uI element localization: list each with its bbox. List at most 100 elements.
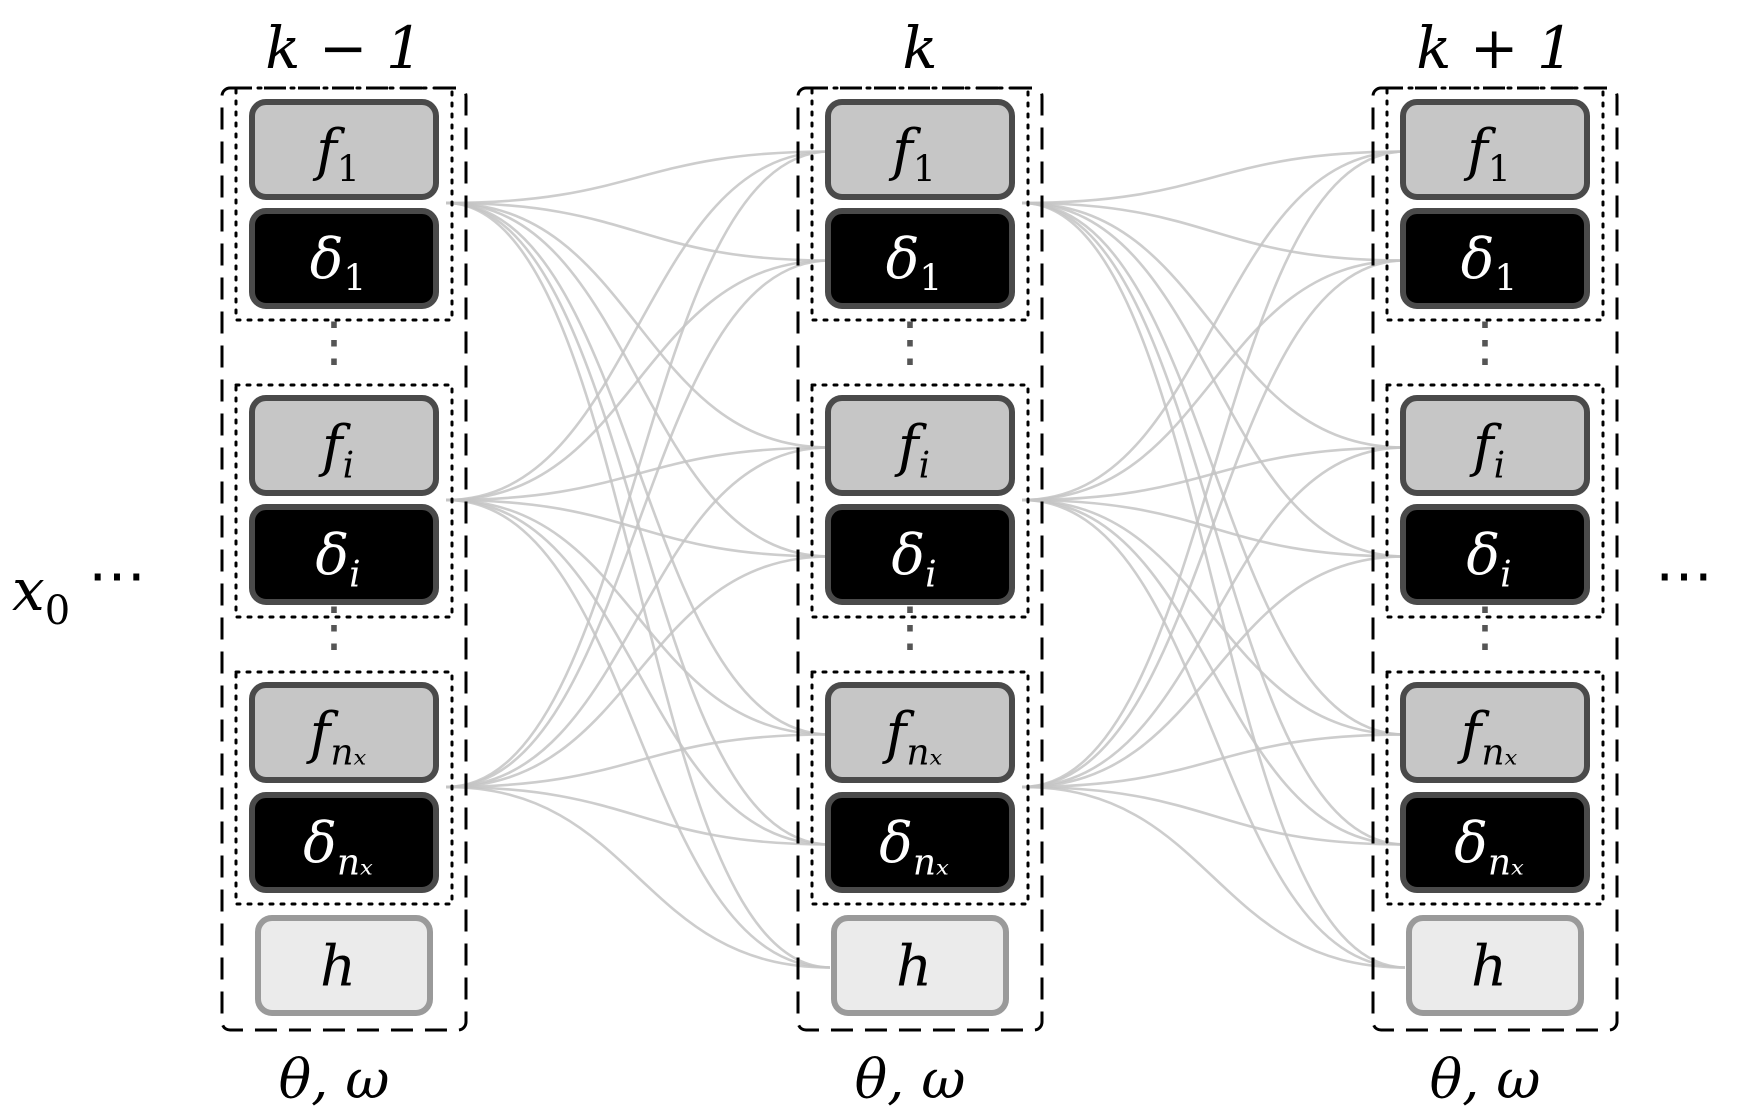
block-symbol: δ: [303, 812, 337, 877]
column-header: k: [902, 14, 937, 82]
initial-state-label: x0: [12, 556, 70, 634]
column-header: k + 1: [1416, 14, 1574, 82]
block-symbol: δ: [315, 524, 349, 589]
block-subscript: nₓ: [337, 843, 373, 884]
column-dashed-box: [220, 86, 468, 1032]
vertical-ellipsis-0: ⋮: [307, 310, 361, 373]
block-delta-5: δnₓ: [825, 792, 1015, 893]
pair-dotted-box-0: [1385, 86, 1605, 322]
block-delta-3: δi: [825, 504, 1015, 605]
block-h-rect: [1406, 915, 1584, 1016]
block-h-6: h: [255, 915, 433, 1016]
connector-line-c0-p2-b0: [445, 150, 831, 789]
block-subscript: i: [349, 555, 361, 596]
block-subscript: i: [1500, 555, 1512, 596]
block-delta-rect: [249, 208, 439, 309]
block-delta-rect: [249, 792, 439, 893]
block-symbol: h: [320, 935, 356, 1000]
block-delta-label: δ1: [886, 228, 943, 300]
block-subscript: nₓ: [1488, 843, 1524, 884]
block-symbol: h: [1471, 935, 1507, 1000]
block-h-label: h: [320, 935, 356, 1000]
connector-line-c0-p0-b1: [445, 201, 831, 262]
block-symbol: δ: [886, 228, 920, 293]
connector-line-c1-p0-b6: [1021, 201, 1406, 969]
block-subscript: i: [919, 446, 931, 487]
block-delta-label: δnₓ: [1454, 812, 1524, 884]
block-symbol: δ: [1466, 524, 1500, 589]
connector-line-c1-p1-b3: [1021, 498, 1406, 558]
connector-line-c0-p2-b3: [445, 555, 831, 789]
connector-line-c0-p0-b0: [445, 150, 831, 205]
connector-line-c0-p1-b0: [445, 150, 831, 502]
block-subscript: i: [925, 555, 937, 596]
connector-line-c1-p0-b0: [1021, 150, 1406, 205]
connector-lines: [445, 150, 1406, 969]
column-footer: θ, ω: [1430, 1048, 1541, 1111]
pair-dotted-box-0: [810, 86, 1030, 322]
block-delta-rect: [249, 504, 439, 605]
connector-line-c0-p1-b6: [445, 498, 831, 969]
block-f-0: f1: [1400, 99, 1590, 200]
block-f-rect: [1400, 99, 1590, 200]
connector-line-c0-p2-b6: [445, 785, 831, 969]
block-f-rect: [825, 395, 1015, 496]
block-f-rect: [249, 682, 439, 783]
initial-state-sub: 0: [45, 588, 70, 634]
side-labels: x0 ⋯ ⋯: [12, 541, 1713, 634]
connector-line-c1-p2-b2: [1021, 446, 1406, 789]
block-subscript: nₓ: [913, 843, 949, 884]
block-delta-5: δnₓ: [249, 792, 439, 893]
pair-dotted-box-1: [1385, 383, 1605, 619]
connector-line-c0-p2-b5: [445, 785, 831, 846]
connector-line-c1-p2-b4: [1021, 733, 1406, 789]
block-symbol: δ: [891, 524, 925, 589]
block-delta-1: δ1: [1400, 208, 1590, 309]
block-f-rect: [1400, 682, 1590, 783]
block-f-label: f1: [312, 119, 360, 191]
connector-line-c1-p2-b5: [1021, 785, 1406, 846]
vertical-ellipsis-1: ⋮: [883, 595, 937, 658]
column-footer: θ, ω: [855, 1048, 966, 1111]
column-dashed-box: [1371, 86, 1619, 1032]
block-f-rect: [249, 99, 439, 200]
column-footer: θ, ω: [279, 1048, 390, 1111]
vertical-ellipsis-0: ⋮: [1458, 310, 1512, 373]
block-f-4: fnₓ: [1400, 682, 1590, 783]
connector-line-c0-p1-b3: [445, 498, 831, 558]
pair-dotted-box-2: [234, 670, 454, 906]
block-symbol: δ: [1454, 812, 1488, 877]
block-delta-rect: [825, 208, 1015, 309]
connector-line-c1-p2-b3: [1021, 555, 1406, 789]
connector-line-c1-p2-b0: [1021, 150, 1406, 789]
block-symbol: h: [896, 935, 932, 1000]
block-delta-rect: [1400, 208, 1590, 309]
block-delta-rect: [825, 504, 1015, 605]
connector-line-c0-p2-b2: [445, 446, 831, 789]
block-f-0: f1: [249, 99, 439, 200]
block-f-label: fnₓ: [882, 702, 943, 774]
block-delta-label: δi: [891, 524, 936, 596]
column-dashed-box: [796, 86, 1044, 1032]
pair-dotted-box-2: [810, 670, 1030, 906]
block-symbol: δ: [879, 812, 913, 877]
block-subscript: 1: [919, 259, 942, 300]
connector-line-c1-p1-b0: [1021, 150, 1406, 502]
block-f-rect: [1400, 395, 1590, 496]
vertical-ellipsis-0: ⋮: [883, 310, 937, 373]
block-subscript: i: [343, 446, 355, 487]
block-delta-1: δ1: [825, 208, 1015, 309]
connector-line-c1-p1-b1: [1021, 259, 1406, 502]
block-delta-label: δnₓ: [879, 812, 949, 884]
block-delta-3: δi: [1400, 504, 1590, 605]
block-subscript: nₓ: [1481, 733, 1517, 774]
initial-state-var: x: [12, 556, 45, 624]
block-delta-rect: [1400, 792, 1590, 893]
block-subscript: 1: [1488, 150, 1511, 191]
block-delta-5: δnₓ: [1400, 792, 1590, 893]
block-h-rect: [831, 915, 1009, 1016]
block-delta-label: δ1: [1461, 228, 1518, 300]
